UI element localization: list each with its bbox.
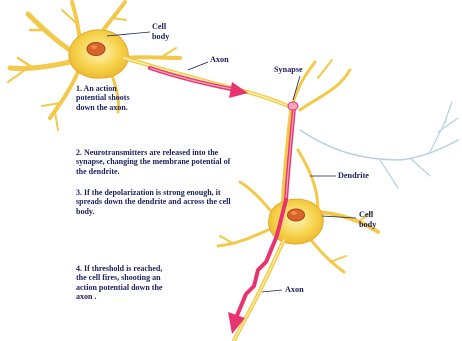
synapse-label: Synapse — [274, 65, 303, 75]
cell-body-label-bottom: Cell body — [359, 210, 376, 229]
step-1: 1. An action potential shoots down the a… — [76, 84, 148, 112]
nucleus-top — [87, 43, 105, 56]
axon-label-top: Axon — [210, 55, 229, 65]
dendrite-label: Dendrite — [338, 171, 369, 181]
step-2: 2. Neurotransmitters are released into t… — [76, 148, 234, 176]
bottom-neuron — [218, 182, 378, 341]
dendrite-branches — [283, 60, 458, 210]
step-4: 4. If threshold is reached, the cell fir… — [76, 264, 168, 302]
top-neuron — [8, 2, 292, 130]
action-potential-arrow-bottom — [236, 238, 276, 318]
nucleus-bottom — [288, 209, 305, 221]
step-3: 3. If the depolarization is strong enoug… — [76, 188, 236, 216]
axon-label-bottom: Axon — [285, 285, 304, 295]
cell-body-label-top: Cell body — [152, 22, 169, 41]
